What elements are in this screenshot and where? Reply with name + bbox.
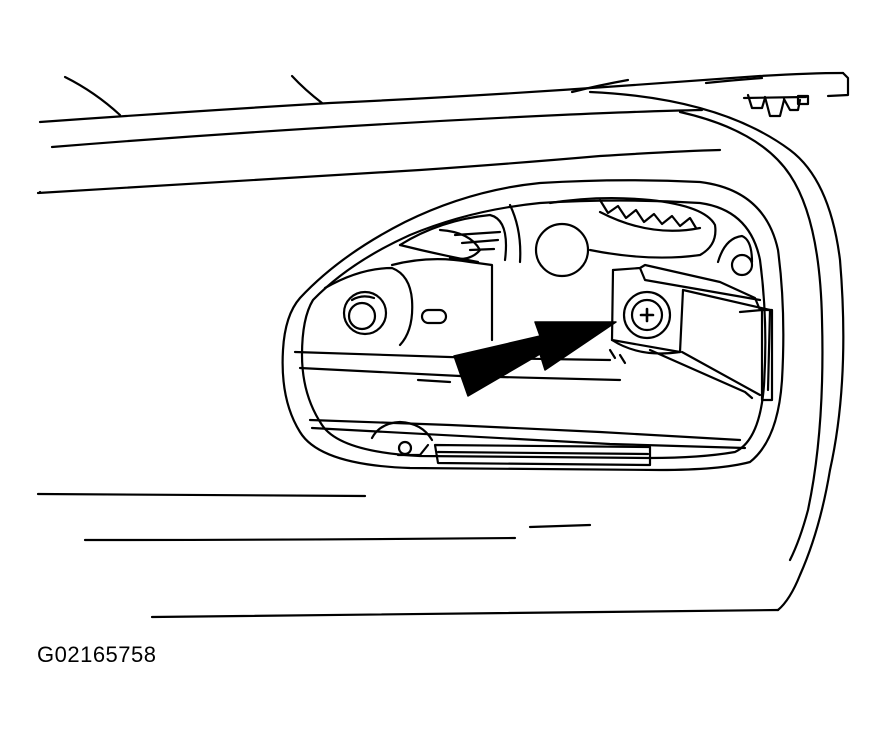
- upper-cavity-lines: [453, 230, 502, 252]
- upper-cavity-arc: [508, 203, 522, 264]
- panel-top-stroke-far-right: [704, 76, 764, 85]
- access-opening-outer-rim: [281, 179, 785, 472]
- drive-gear: [548, 196, 717, 259]
- interior-rail-lower: [308, 418, 742, 442]
- lower-clip: [370, 420, 434, 457]
- left-bracket-plate: [323, 266, 414, 347]
- panel-top-stroke-mid: [290, 74, 324, 105]
- interior-rail-groove: [416, 378, 452, 384]
- drive-knob: [534, 222, 590, 278]
- panel-top-stroke-left: [63, 75, 122, 117]
- panel-bottom-line-3: [528, 523, 592, 529]
- panel-top-stroke-right: [570, 78, 630, 94]
- right-arc-cutout: [716, 234, 754, 264]
- panel-bottom-line-2: [83, 536, 517, 542]
- left-bracket-slope: [398, 243, 480, 264]
- panel-corner-tick: [826, 71, 850, 98]
- mounting-screw: [622, 290, 672, 340]
- panel-contour-2: [36, 148, 722, 195]
- interior-rail-mid: [298, 366, 622, 382]
- bottom-channel: [433, 443, 652, 467]
- right-small-knob: [730, 253, 754, 277]
- pointer-arrow-icon: [453, 321, 617, 397]
- interior-rail-lower-2: [310, 426, 747, 450]
- panel-contour-1: [50, 108, 704, 149]
- panel-bottom-line-1: [36, 492, 367, 498]
- panel-top-edge: [38, 71, 845, 124]
- mounting-bracket: [608, 263, 774, 402]
- bottom-channel-inner: [436, 450, 650, 456]
- left-stud-bolt: [342, 290, 388, 336]
- panel-bottom-line-4: [150, 608, 780, 619]
- upper-cavity-left: [398, 213, 508, 262]
- figure-reference-code: G02165758: [37, 642, 157, 667]
- outer-body-contour: [588, 90, 845, 612]
- left-bracket-edge: [390, 258, 494, 342]
- slot-hole: [420, 308, 448, 325]
- retaining-clip: [742, 93, 810, 118]
- access-opening-inner-rim: [300, 199, 767, 460]
- inner-body-contour: [678, 110, 824, 562]
